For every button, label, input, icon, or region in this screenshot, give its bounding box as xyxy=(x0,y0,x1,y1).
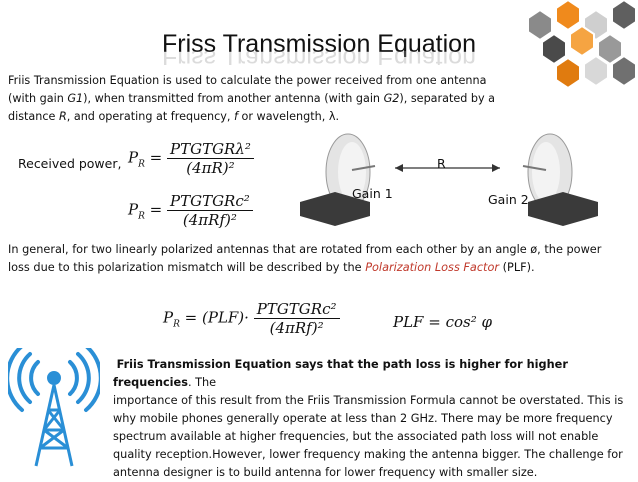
summary-line-6: antenna designer is to build antenna for… xyxy=(113,466,538,479)
summary-line-2: importance of this result from the Friis… xyxy=(113,394,624,407)
summary-line-1: Friis Transmission Equation says that th… xyxy=(113,358,568,389)
plf-equation: PLF = cos² φ xyxy=(393,313,492,331)
polarization-line-1: In general, for two linearly polarized a… xyxy=(8,243,602,256)
radio-tower-icon xyxy=(8,348,100,467)
summary-line-3: why mobile phones generally operate at l… xyxy=(113,412,613,425)
summary-paragraph: Friis Transmission Equation says that th… xyxy=(113,356,633,482)
title-reflection: Friss Transmission Equation xyxy=(161,51,476,65)
page-title: Friss Transmission Equation xyxy=(161,30,476,58)
hexagon-decoration xyxy=(527,0,637,90)
equation-1: PR = PTGTGRλ²(4πR)² xyxy=(128,140,254,177)
gain-2-label: Gain 2 xyxy=(488,192,529,207)
polarization-line-2: loss due to this polarization mismatch w… xyxy=(8,261,535,274)
summary-line-4: spectrum available at higher frequencies… xyxy=(113,430,599,443)
equation-3: PR = (PLF)· PTGTGRc²(4πRf)² xyxy=(163,300,340,337)
antenna-diagram xyxy=(300,133,598,226)
gain-1-label: Gain 1 xyxy=(352,186,393,201)
equation-2: PR = PTGTGRc²(4πRf)² xyxy=(128,192,253,229)
plf-term: Polarization Loss Factor xyxy=(365,261,500,274)
received-power-label: Received power, xyxy=(18,156,122,171)
intro-paragraph: Friis Transmission Equation is used to c… xyxy=(8,72,513,126)
intro-line-1: Friis Transmission Equation is used to c… xyxy=(8,74,487,87)
summary-line-5: quality reception.However, lower frequen… xyxy=(113,448,623,461)
intro-line-3: distance R, and operating at frequency, … xyxy=(8,110,339,123)
distance-label: R xyxy=(437,156,446,171)
intro-line-2: (with gain G1), when transmitted from an… xyxy=(8,92,496,105)
polarization-paragraph: In general, for two linearly polarized a… xyxy=(8,241,633,277)
